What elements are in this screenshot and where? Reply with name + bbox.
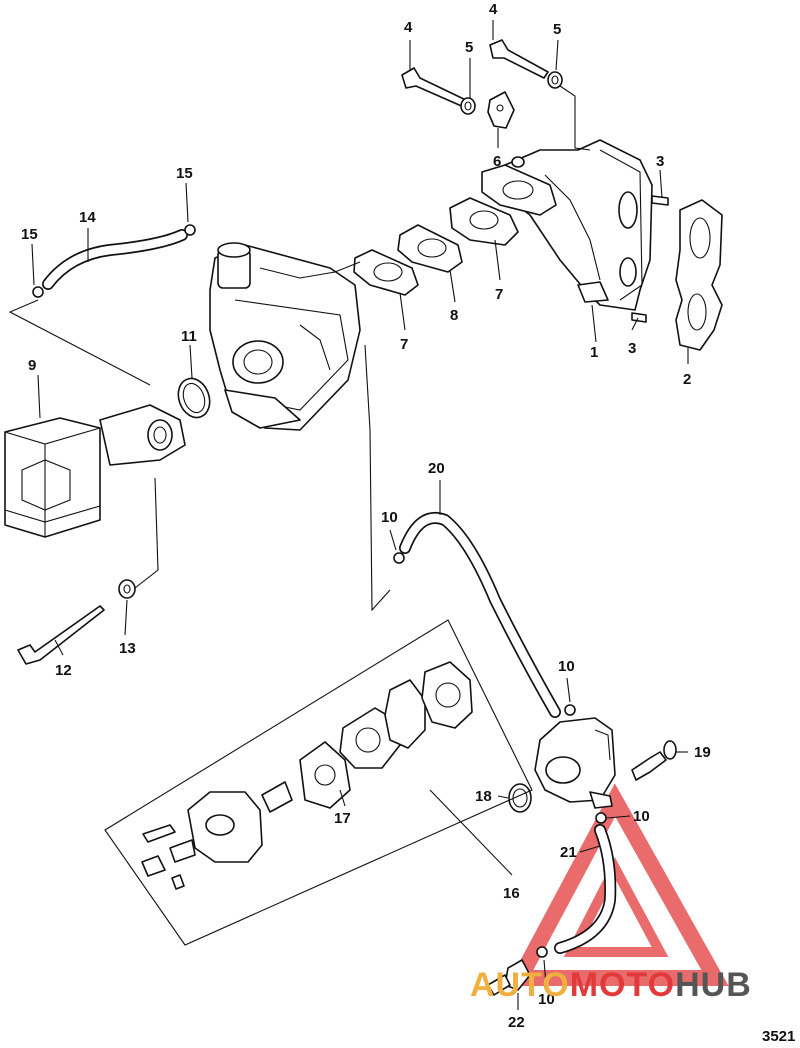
callout-2: 2 (683, 371, 691, 388)
fuel-connector-22 (487, 959, 531, 996)
callout-10-a: 10 (381, 509, 398, 526)
leader-lines (8, 20, 689, 1010)
fuel-line-21 (554, 824, 617, 954)
callout-5-left: 5 (465, 39, 473, 56)
svg-text:AUTOMOTOHUB: AUTOMOTOHUB (470, 966, 752, 1004)
watermark-text-auto: AUTO (470, 966, 570, 1004)
callout-4-left: 4 (404, 19, 413, 36)
screw-12 (17, 605, 105, 665)
manifold-bolts-4 (401, 39, 549, 109)
callout-6: 6 (493, 153, 501, 170)
callout-15-left: 15 (21, 226, 38, 243)
watermark-text-hub: HUB (675, 966, 752, 1004)
callout-9: 9 (28, 357, 36, 374)
callout-18: 18 (475, 788, 492, 805)
callout-labels: 1 2 3 3 4 4 5 5 6 7 7 8 9 10 10 10 10 11… (21, 1, 795, 1045)
watermark-text-moto: MOTO (570, 966, 675, 1004)
fuel-pump-assembly (534, 717, 616, 809)
callout-3-lower: 3 (628, 340, 636, 357)
callout-8: 8 (450, 307, 458, 324)
callout-12: 12 (55, 662, 72, 679)
callout-11: 11 (181, 328, 197, 345)
dowel-pins-3 (631, 195, 669, 323)
watermark-logo (506, 783, 729, 986)
callout-10-d: 10 (538, 991, 555, 1008)
screw-19 (631, 740, 677, 781)
manifold-washers-5 (460, 71, 563, 115)
callout-14: 14 (79, 209, 96, 226)
callout-22: 22 (508, 1014, 525, 1031)
hose-clamps-10 (393, 552, 607, 958)
intake-manifold (504, 139, 653, 311)
callout-7-left: 7 (400, 336, 408, 353)
fuel-hose-20 (399, 512, 561, 718)
callout-21: 21 (560, 844, 577, 861)
washer-13 (118, 579, 136, 599)
manifold-gasket-2 (675, 199, 723, 351)
hose-clamps-15 (32, 224, 196, 298)
carburetor (209, 242, 361, 431)
callout-3-upper: 3 (656, 153, 664, 170)
callout-1: 1 (590, 344, 598, 361)
callout-13: 13 (119, 640, 136, 657)
hose-clamp-bracket-6 (487, 91, 515, 129)
callout-20: 20 (428, 460, 445, 477)
figure-number: 3521 (762, 1028, 795, 1045)
callout-7-right: 7 (495, 286, 503, 303)
callout-10-c: 10 (633, 808, 650, 825)
callout-4-right: 4 (489, 1, 498, 18)
callout-5-right: 5 (553, 21, 561, 38)
callout-15-right: 15 (176, 165, 193, 182)
fuel-pump-kit-16 (104, 619, 533, 946)
callout-16: 16 (503, 885, 520, 902)
vent-hose-14 (42, 229, 188, 290)
o-ring-18 (508, 783, 532, 813)
callout-19: 19 (694, 744, 711, 761)
callout-10-b: 10 (558, 658, 575, 675)
carburetor-o-ring-11 (177, 377, 211, 419)
air-silencer-9 (4, 404, 186, 538)
manifold-gaskets-7-8 (353, 164, 557, 296)
callout-17: 17 (334, 810, 351, 827)
watermark-text: AUTOMOTOHUB (470, 966, 752, 1004)
